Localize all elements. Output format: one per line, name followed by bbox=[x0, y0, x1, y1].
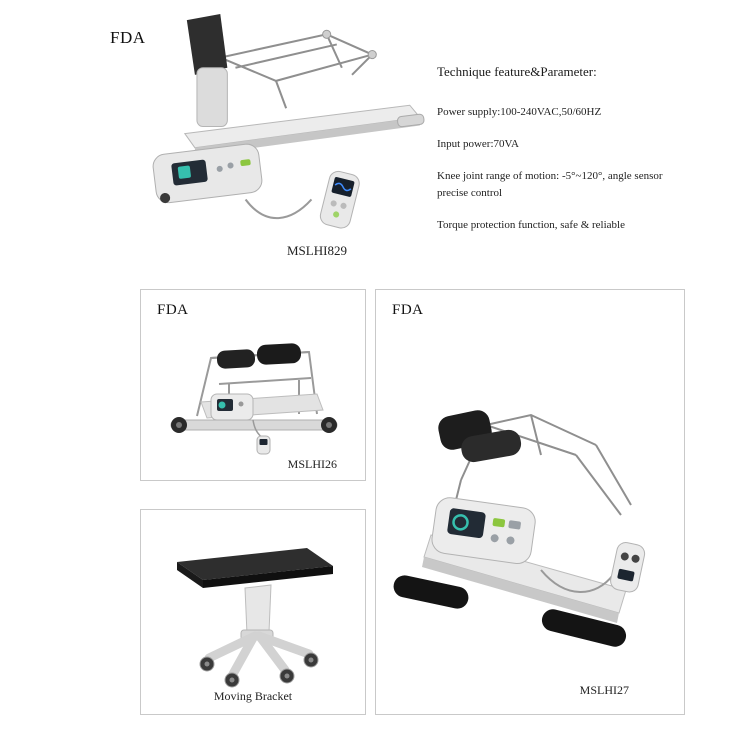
spec-item-input-power: Input power:70VA bbox=[437, 138, 519, 151]
specs-section: Technique feature&Parameter: Power suppl… bbox=[437, 64, 669, 249]
product-image-mslhi26 bbox=[159, 324, 349, 456]
spec-item-torque-protection: Torque protection function, safe & relia… bbox=[437, 219, 625, 232]
moving-bracket-illustration bbox=[177, 548, 333, 688]
product-model-mslhi829: MSLHI829 bbox=[287, 243, 347, 258]
cpm-machine-front-illustration bbox=[170, 343, 338, 455]
spec-item-power-supply: Power supply:100-240VAC,50/60HZ bbox=[437, 106, 602, 118]
product-card-mslhi27: FDA bbox=[375, 289, 685, 715]
product-model-moving-bracket: Moving Bracket bbox=[213, 689, 293, 703]
cpm-machine-angled-illustration bbox=[393, 410, 646, 647]
fda-badge-mslhi27: FDA bbox=[392, 302, 424, 318]
fda-badge-hero: FDA bbox=[110, 28, 146, 47]
spec-item-range-of-motion: Knee joint range of motion: -5°~120°, an… bbox=[437, 170, 663, 200]
product-model-mslhi27: MSLHI27 bbox=[579, 683, 629, 697]
cpm-machine-illustration bbox=[152, 14, 425, 229]
specs-title: Technique feature&Parameter: bbox=[437, 64, 597, 79]
product-image-mslhi829 bbox=[122, 12, 430, 240]
product-image-mslhi27 bbox=[391, 385, 671, 655]
product-card-moving-bracket: Moving Bracket bbox=[140, 509, 366, 715]
product-image-moving-bracket bbox=[159, 532, 349, 692]
product-model-mslhi26: MSLHI26 bbox=[287, 457, 337, 471]
product-card-mslhi26: FDA bbox=[140, 289, 366, 481]
fda-badge-mslhi26: FDA bbox=[157, 302, 189, 318]
